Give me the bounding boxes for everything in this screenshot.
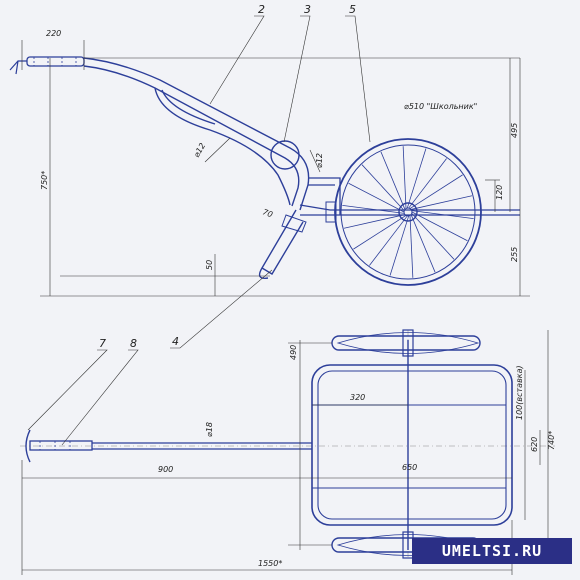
leader-lines xyxy=(27,15,371,446)
dim-plan-inner: 620 xyxy=(530,437,539,452)
dim-bar-dia: ⌀18 xyxy=(205,422,214,437)
wheel-spoke xyxy=(402,146,407,209)
wheel-spoke xyxy=(406,148,427,209)
part-label-3: 3 xyxy=(304,3,311,16)
main-draw-bar xyxy=(83,57,310,211)
dim-h-bottom: 255 xyxy=(510,247,519,262)
wheel-spoke xyxy=(409,215,414,278)
wheel-spoke xyxy=(348,182,405,213)
side-view xyxy=(9,40,530,297)
wheel-spoke xyxy=(408,158,447,209)
dim-total-len: 1550* xyxy=(258,559,282,568)
dim-h-axle: 120 xyxy=(495,185,504,200)
dim-plan-axle-w: 100(вставка) xyxy=(515,365,524,420)
wheel-spoke xyxy=(410,195,473,210)
dim-plan-outer: 740* xyxy=(547,431,556,450)
wheel-spoke xyxy=(353,215,407,250)
wheel-spoke xyxy=(343,214,406,229)
wheel-spoke xyxy=(380,151,406,210)
wheel-spoke xyxy=(410,214,436,273)
dim-h-top: 495 xyxy=(510,123,519,138)
part-labels: 2 3 5 4 7 8 xyxy=(99,3,356,350)
wheel-spoke xyxy=(342,204,405,214)
dim-handle-len: 220 xyxy=(46,29,61,38)
wheel-spoke xyxy=(411,213,455,260)
dim-stand-w: 70 xyxy=(261,207,274,219)
dim-h-total: 750* xyxy=(40,171,49,190)
wheel-spoke xyxy=(411,211,468,242)
wheel-spoke xyxy=(389,215,410,276)
dim-frame-len: 650 xyxy=(402,463,417,472)
part-label-5: 5 xyxy=(349,3,356,16)
lower-brace xyxy=(154,87,291,206)
dim-plan-w: 490 xyxy=(289,345,298,360)
dim-stand-h: 50 xyxy=(205,260,214,270)
wheel-spoke xyxy=(361,164,405,211)
bearing-circle xyxy=(270,140,300,170)
top-view xyxy=(20,329,555,575)
dim-wheel: ⌀510 "Школьник" xyxy=(404,102,477,111)
handle-grip xyxy=(9,56,85,75)
dim-tube-dia-b: ⌀12 xyxy=(315,153,324,168)
part-label-8: 8 xyxy=(130,337,137,350)
stand-leg xyxy=(258,209,304,279)
part-label-7: 7 xyxy=(99,337,106,350)
plan-frame xyxy=(311,364,513,526)
wheel-spoke xyxy=(411,210,474,220)
wheel-spoke xyxy=(369,215,408,266)
part-label-2: 2 xyxy=(258,3,265,16)
side-frame xyxy=(299,177,520,216)
part-label-4: 4 xyxy=(172,335,179,348)
dimension-labels: 220 ⌀12 ⌀12 ⌀510 "Школьник" 495 750* 120… xyxy=(40,29,556,568)
dim-plan-half: 320 xyxy=(350,393,365,402)
site-watermark: UMELTSI.RU xyxy=(412,538,572,564)
wheel-spoke xyxy=(409,174,463,209)
dim-tube-dia-a: ⌀12 xyxy=(192,142,207,159)
plan-draw-bar xyxy=(25,429,312,463)
plan-wheel-top xyxy=(331,329,481,357)
dim-bar-len: 900 xyxy=(158,465,173,474)
wheel-side xyxy=(334,138,482,286)
